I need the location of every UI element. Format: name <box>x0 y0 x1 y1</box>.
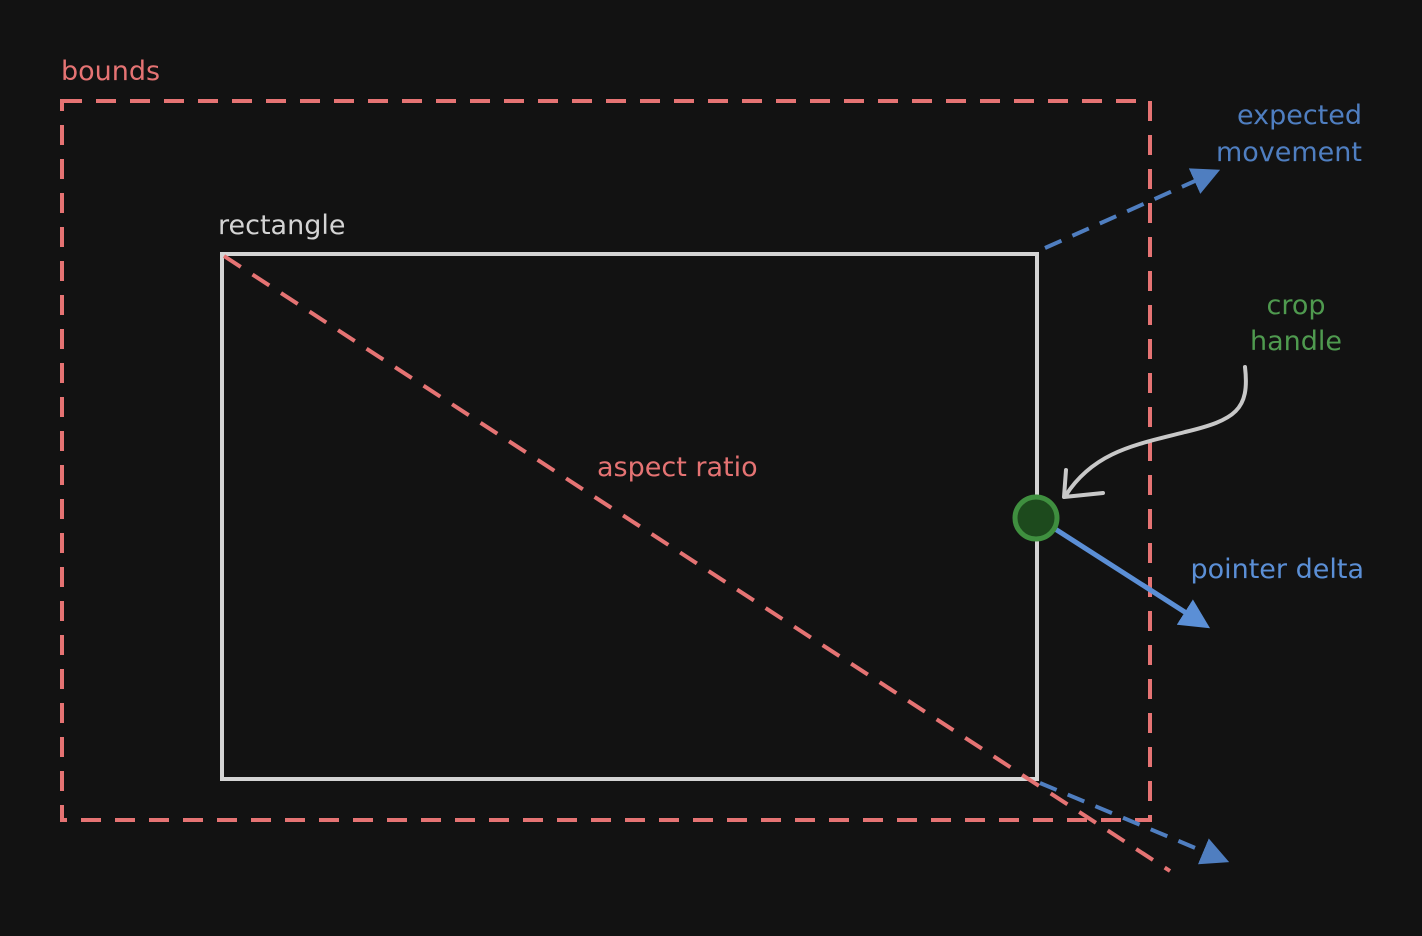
bounds-box <box>60 99 1152 822</box>
expected-movement-arrow-bottom <box>1039 781 1230 865</box>
expected-movement-label-line2: movement <box>1216 137 1362 168</box>
crop-handle-label-line2: handle <box>1250 326 1342 357</box>
crop-handle-callout-arrow <box>1064 365 1248 497</box>
crop-handle-label-line1: crop <box>1266 290 1325 321</box>
pointer-delta-label: pointer delta <box>1190 554 1364 585</box>
aspect-ratio-label: aspect ratio <box>597 452 758 483</box>
pointer-delta-arrow <box>1036 515 1211 629</box>
expected-movement-arrow-top <box>1044 168 1221 250</box>
rectangle-label: rectangle <box>218 210 345 241</box>
crop-handle-callout-arrowhead <box>1062 468 1105 499</box>
expected-movement-label-line1: expected <box>1237 100 1362 131</box>
circle-handle-icon[interactable] <box>1012 494 1060 542</box>
aspect-ratio-diagonal <box>222 254 1172 873</box>
bounds-label: bounds <box>61 56 160 87</box>
